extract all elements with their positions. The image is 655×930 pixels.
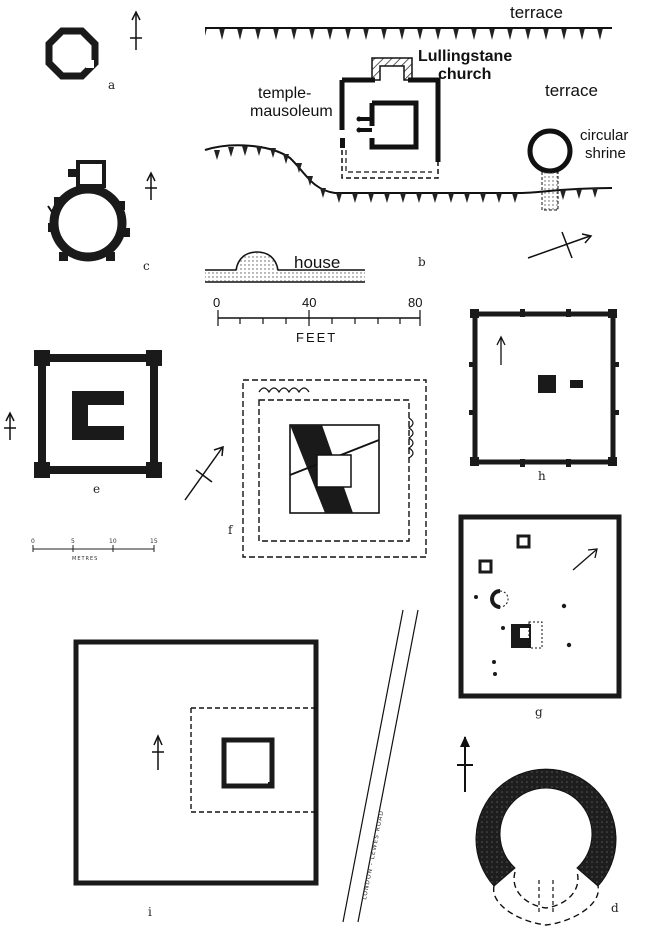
plan-label-b: b bbox=[418, 255, 426, 269]
church-label-line1: Lullingstane bbox=[418, 48, 512, 65]
plan-c-circular-temple bbox=[47, 160, 130, 262]
temple-label-line1: temple- bbox=[258, 85, 311, 102]
plan-h-square-temenos bbox=[469, 309, 619, 467]
london-lewes-road bbox=[342, 609, 419, 923]
feet-unit-label: FEET bbox=[296, 330, 337, 345]
plan-i-large-enclosure bbox=[73, 639, 319, 886]
metres-tick-10: 10 bbox=[109, 538, 117, 545]
plan-e-romano-celtic-temple bbox=[34, 350, 162, 478]
north-arrow-icon bbox=[152, 734, 164, 770]
feet-scale-bar bbox=[217, 310, 421, 326]
north-arrow-icon bbox=[496, 335, 506, 365]
feet-tick-0: 0 bbox=[213, 295, 220, 310]
plan-f-enclosure-temple bbox=[242, 379, 427, 558]
plan-b-lullingstone bbox=[204, 27, 613, 283]
shrine-label-line1: circular bbox=[580, 127, 628, 144]
feet-tick-40: 40 bbox=[302, 295, 316, 310]
plan-label-i: i bbox=[148, 905, 152, 919]
plan-label-f: f bbox=[228, 523, 234, 537]
shrine-label-line2: shrine bbox=[585, 145, 626, 162]
metres-tick-5: 5 bbox=[71, 538, 75, 545]
metres-tick-15: 15 bbox=[150, 538, 158, 545]
plan-label-a: a bbox=[108, 78, 115, 92]
metres-tick-0: 0 bbox=[31, 538, 35, 545]
church-label-line2: church bbox=[438, 66, 491, 83]
north-arrow-icon bbox=[145, 171, 157, 200]
plan-label-g: g bbox=[535, 705, 543, 719]
feet-tick-80: 80 bbox=[408, 295, 422, 310]
plan-a-octagonal-shrine bbox=[45, 27, 99, 80]
north-arrow-icon bbox=[457, 736, 473, 792]
north-arrow-icon bbox=[184, 445, 224, 501]
terrace-label-right: terrace bbox=[545, 81, 598, 100]
north-arrow-icon bbox=[527, 231, 593, 259]
hatched-terrace-line bbox=[205, 29, 612, 42]
plan-label-e: e bbox=[93, 482, 100, 496]
plan-g-enclosure-shrines bbox=[458, 514, 622, 699]
metres-scale-bar bbox=[32, 545, 155, 552]
plan-d-penannular-shrine bbox=[475, 768, 617, 926]
plan-label-d: d bbox=[611, 901, 619, 915]
house-label: house bbox=[294, 253, 340, 272]
temple-label-line2: mausoleum bbox=[250, 103, 333, 120]
north-arrow-icon bbox=[130, 10, 142, 50]
plan-label-h: h bbox=[538, 469, 546, 483]
north-arrow-icon bbox=[4, 411, 16, 440]
plan-label-c: c bbox=[143, 259, 150, 273]
metres-unit-label: METRES bbox=[72, 556, 98, 562]
road-label: LONDON - LEWES ROAD bbox=[361, 809, 385, 900]
terrace-label-top: terrace bbox=[510, 3, 563, 22]
north-arrow-icon bbox=[572, 548, 598, 571]
